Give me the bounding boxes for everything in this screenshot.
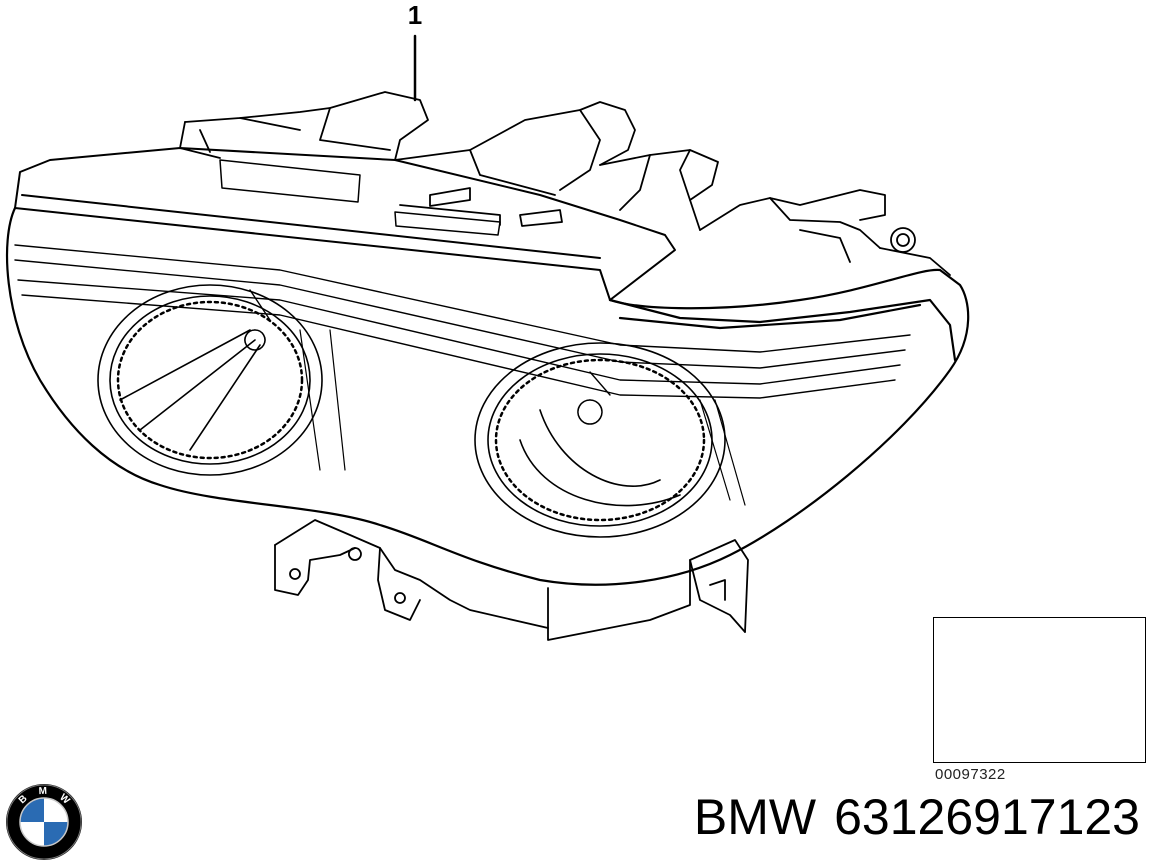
callout-number: 1 [407,0,423,30]
part-number: 63126917123 [834,789,1140,845]
bmw-roundel-logo: B M W [6,784,82,860]
vehicle-thumbnail-frame [933,617,1146,763]
right-projector-ring [474,342,746,538]
headlight-lens-outline [5,206,970,586]
logo-blue-quadrant-top-left [20,798,44,822]
headlight-housing-top [179,91,951,276]
brand-name: BMW [693,789,817,845]
left-projector-ring [97,284,346,476]
svg-text:M: M [38,786,47,797]
part-caption: BMW 63126917123 [694,788,1140,846]
logo-letter-m: M [38,786,47,797]
illustration-code: 00097322 [935,766,1006,783]
lower-mounting-bracket [274,519,749,641]
headlight-top-rim [14,147,676,301]
logo-blue-quadrant-bottom-right [44,822,68,846]
